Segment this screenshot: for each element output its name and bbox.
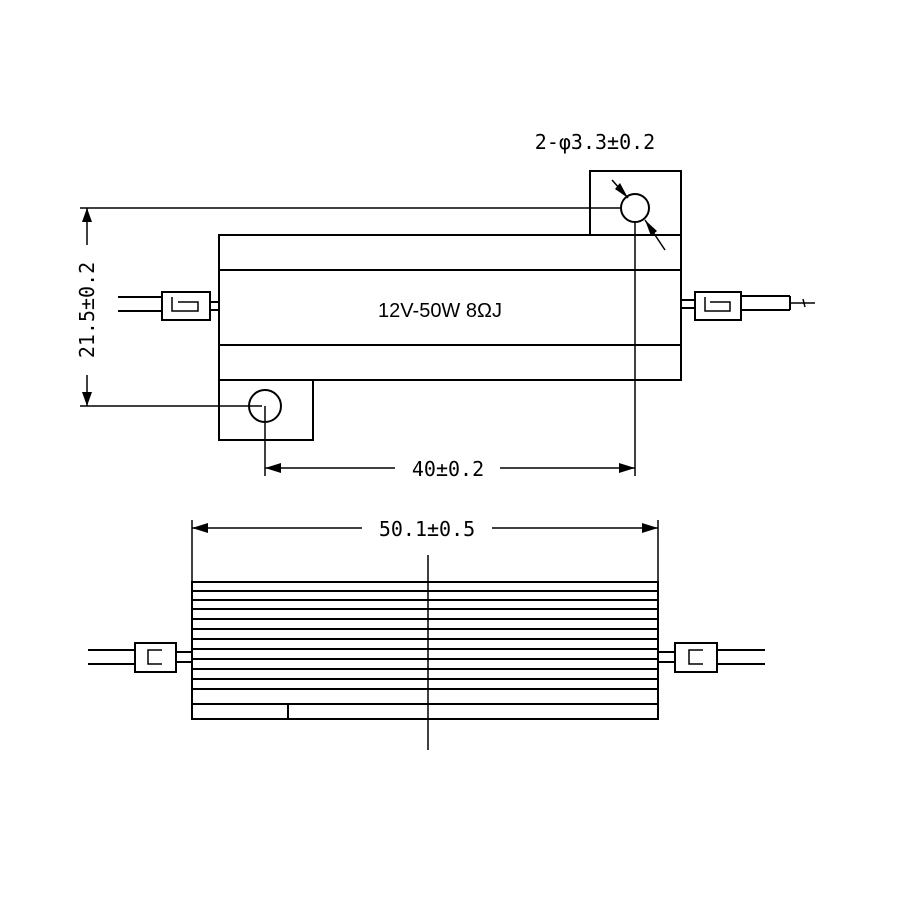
mounting-tab-left <box>218 379 314 441</box>
hole-spacing-dimension: 40±0.2 <box>264 222 636 481</box>
length-dimension: 50.1±0.5 <box>191 517 659 582</box>
height-dimension: 21.5±0.2 <box>75 207 620 407</box>
hole-arrow-2 <box>645 220 657 236</box>
side-view: 50.1±0.5 <box>88 517 765 750</box>
side-terminal-right <box>658 642 765 673</box>
side-terminal-left <box>88 642 192 673</box>
hole-diameter-label: 2-φ3.3±0.2 <box>535 130 655 154</box>
length-label: 50.1±0.5 <box>379 517 475 541</box>
body-label: 12V-50W 8ΩJ <box>378 300 502 322</box>
finned-body <box>191 581 659 720</box>
terminal-left <box>118 291 219 321</box>
hole-arrow-1 <box>615 183 628 198</box>
cooling-fins <box>192 590 658 719</box>
height-label: 21.5±0.2 <box>75 262 99 358</box>
hole-spacing-label: 40±0.2 <box>412 457 484 481</box>
mounting-hole-right <box>620 193 650 223</box>
terminal-right <box>681 291 815 321</box>
top-view: 12V-50W 8ΩJ 2-φ3.3±0.2 21.5±0.2 40±0.2 <box>75 130 815 481</box>
